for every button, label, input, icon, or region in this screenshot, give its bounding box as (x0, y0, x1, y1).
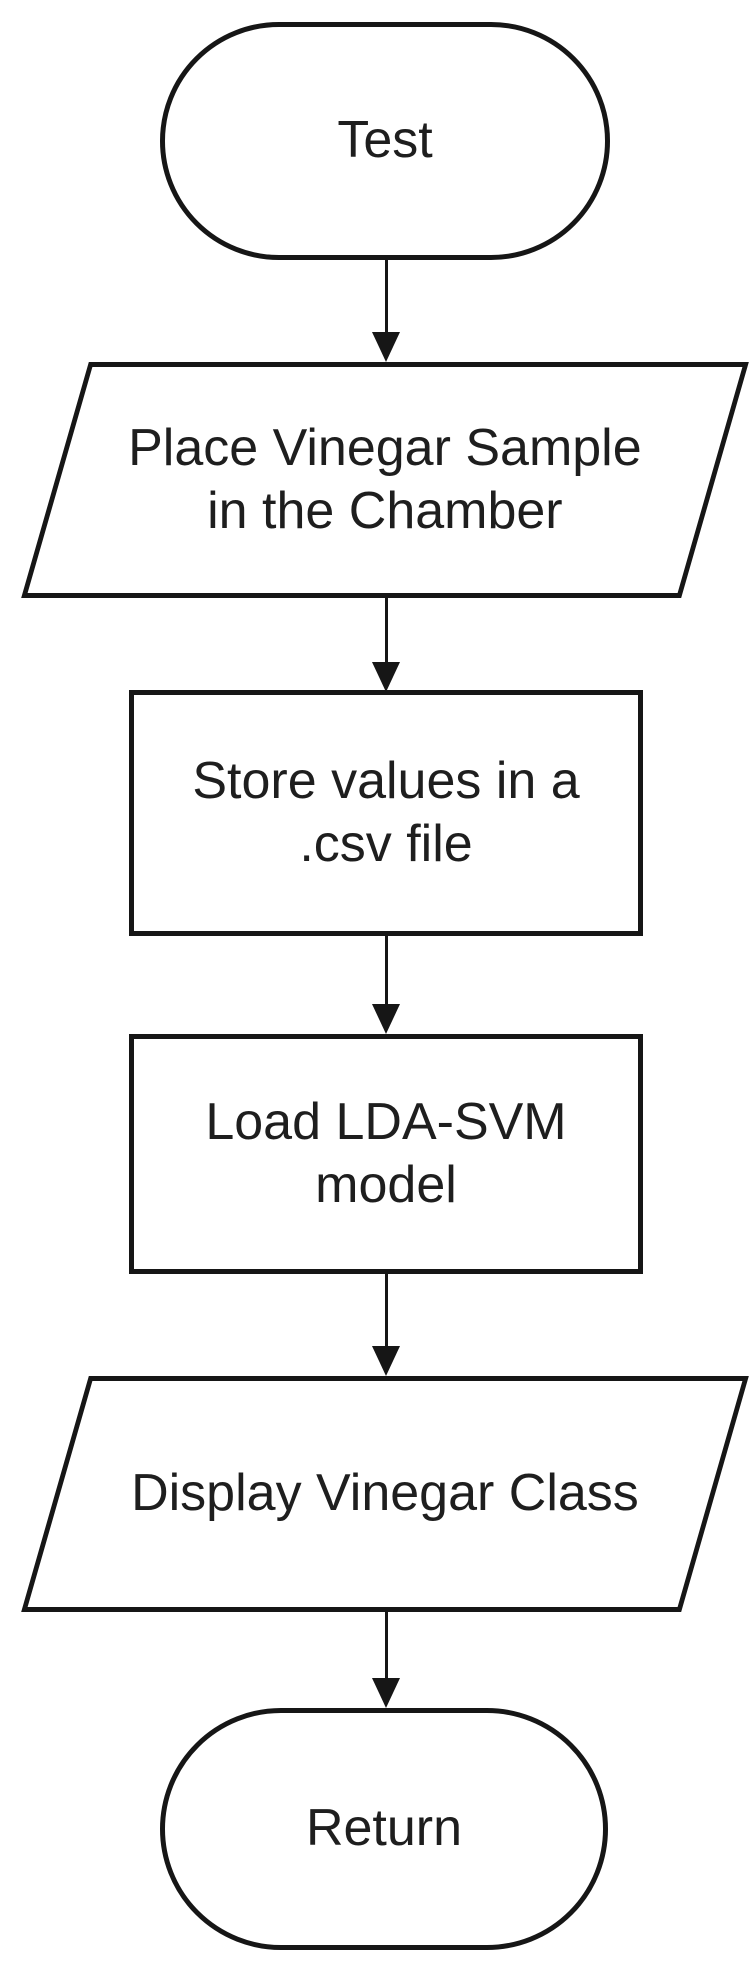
flow-arrow-down-icon (372, 258, 400, 362)
arrowhead-icon (372, 1004, 400, 1034)
arrowhead-icon (372, 1678, 400, 1708)
flow-arrow-down-icon (372, 596, 400, 692)
arrow-shaft (384, 934, 388, 1005)
arrow-shaft (384, 1272, 388, 1347)
arrowhead-icon (372, 1346, 400, 1376)
node-label: Store values in a .csv file (192, 751, 580, 873)
node-label: Load LDA-SVM model (205, 1092, 567, 1214)
arrowhead-icon (372, 662, 400, 692)
arrow-shaft (384, 258, 388, 333)
node-io-display-class: Display Vinegar Class (21, 1376, 749, 1612)
flow-arrow-down-icon (372, 1610, 400, 1708)
node-process-store-values: Store values in a .csv file (129, 690, 643, 936)
node-io-place-sample: Place Vinegar Sample in the Chamber (21, 362, 749, 598)
node-terminator-test: Test (160, 22, 610, 260)
arrowhead-icon (372, 332, 400, 362)
flow-arrow-down-icon (372, 1272, 400, 1376)
node-label: Display Vinegar Class (131, 1464, 639, 1523)
arrow-shaft (384, 1610, 388, 1679)
node-label: Test (337, 111, 433, 170)
node-label: Return (305, 1799, 463, 1858)
arrow-shaft (384, 596, 388, 663)
node-label: Place Vinegar Sample in the Chamber (128, 418, 642, 540)
node-process-load-model: Load LDA-SVM model (129, 1034, 643, 1274)
node-terminator-return: Return (160, 1708, 608, 1950)
flow-arrow-down-icon (372, 934, 400, 1034)
